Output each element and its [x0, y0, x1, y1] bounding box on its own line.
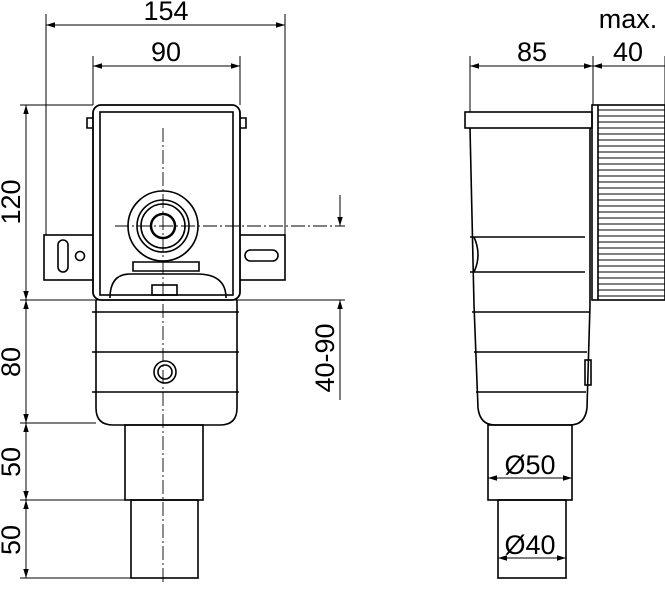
threaded-extension	[591, 104, 665, 301]
mounting-brackets	[43, 234, 286, 281]
side-view: 85 max. 40 Ø50 Ø40	[464, 4, 665, 579]
dim-40-90: 40-90	[310, 323, 340, 392]
dim-80: 80	[0, 347, 26, 377]
top-flange	[464, 111, 593, 129]
side-pipe-40	[497, 499, 567, 579]
outlet-pipe-40	[130, 499, 199, 579]
dim-50-upper: 50	[0, 447, 26, 477]
dimensions-front: 154 90 120 80 50 50 40-90	[0, 0, 345, 579]
dim-120: 120	[0, 179, 26, 224]
dimensions-side: 85 max. 40 Ø50 Ø40	[469, 4, 665, 561]
dim-154: 154	[143, 0, 188, 26]
drain-body	[95, 300, 238, 426]
side-body	[469, 127, 591, 426]
front-view: 154 90 120 80 50 50 40-90	[0, 0, 345, 585]
dim-90: 90	[151, 37, 181, 67]
dim-max-label: max.	[599, 4, 658, 34]
dia-50: Ø50	[504, 450, 555, 480]
dim-50-lower: 50	[0, 525, 26, 555]
dim-85: 85	[517, 37, 547, 67]
dim-40: 40	[613, 37, 643, 67]
outlet-pipe-50	[124, 424, 204, 501]
dia-40: Ø40	[504, 530, 555, 560]
